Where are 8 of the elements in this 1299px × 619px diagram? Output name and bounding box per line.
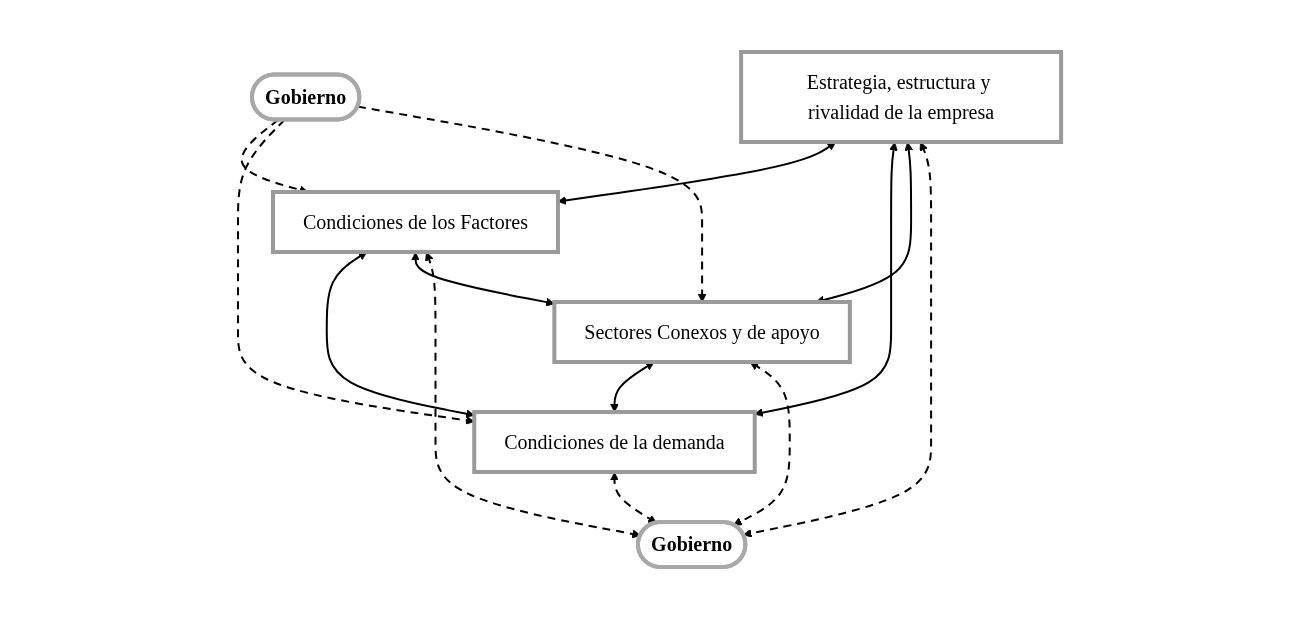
arrow xyxy=(754,142,898,417)
node-box: Sectores Conexos y de apoyo xyxy=(552,300,852,364)
node-box: Estrategia, estructura y rivalidad de la empresa xyxy=(739,50,1064,144)
node-box: Condiciones de los Factores xyxy=(270,190,560,254)
arrow xyxy=(411,252,555,307)
arrow xyxy=(610,472,657,524)
arrow xyxy=(733,361,791,526)
node-box: Condiciones de la demanda xyxy=(472,410,757,474)
